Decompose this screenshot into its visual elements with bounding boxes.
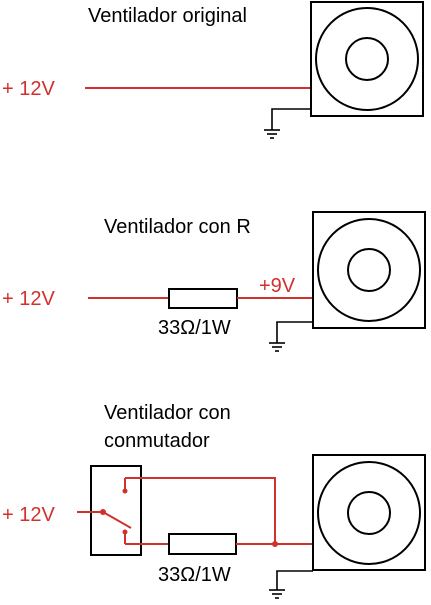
ground-wire <box>276 570 313 590</box>
section-switch: Ventilador con conmutador + 12V 33Ω/1W <box>2 402 426 599</box>
section-original-title: Ventilador original <box>88 5 247 27</box>
section-resistor-supply-label: + 12V <box>2 288 55 310</box>
ground-wire <box>271 108 311 130</box>
section-resistor-title: Ventilador con R <box>104 216 251 238</box>
ground-wire <box>276 321 313 343</box>
switch-icon <box>77 465 142 556</box>
bypass-wire <box>125 477 276 544</box>
section-switch-title-line2: conmutador <box>104 430 210 452</box>
ground-icon <box>269 589 285 599</box>
junction-dot <box>272 541 278 547</box>
section-switch-resistor-label: 33Ω/1W <box>158 564 231 586</box>
section-switch-supply-label: + 12V <box>2 504 55 526</box>
fan-icon <box>312 211 426 329</box>
section-resistor-output-label: +9V <box>259 275 296 297</box>
ground-icon <box>264 129 280 139</box>
fan-icon <box>310 1 424 117</box>
ground-icon <box>269 342 285 352</box>
section-original: Ventilador original + 12V <box>2 1 424 139</box>
fan-icon <box>312 454 426 571</box>
section-switch-title-line1: Ventilador con <box>104 402 231 424</box>
section-resistor-resistor-label: 33Ω/1W <box>158 317 231 339</box>
section-resistor: Ventilador con R + 12V +9V 33Ω/1W <box>2 211 426 352</box>
resistor-icon <box>168 533 237 555</box>
resistor-icon <box>168 288 238 309</box>
section-original-supply-label: + 12V <box>2 78 55 100</box>
